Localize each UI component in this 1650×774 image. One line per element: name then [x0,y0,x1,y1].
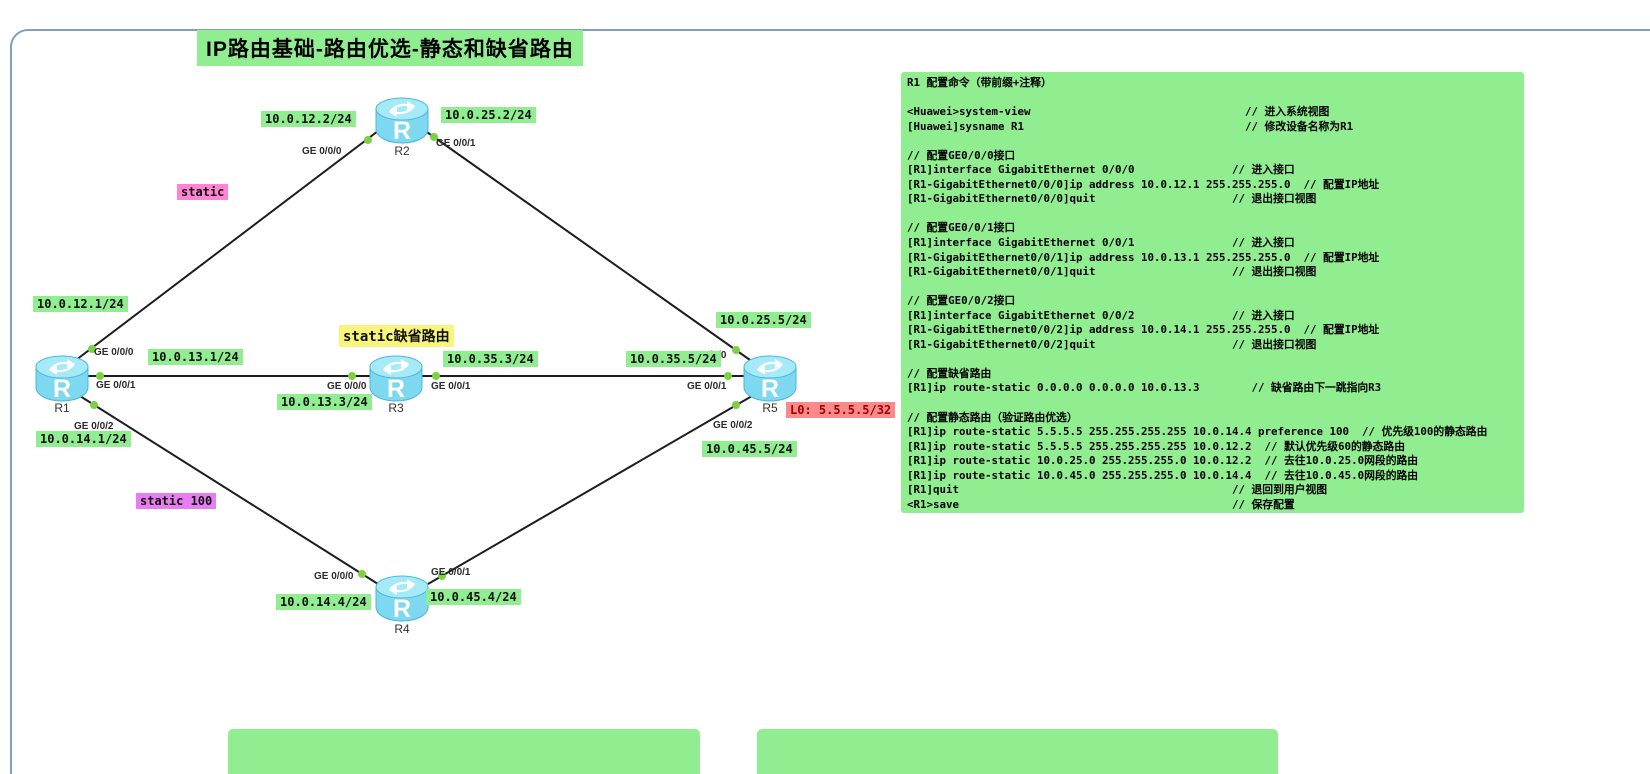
slide-border [10,29,1650,774]
annotation-static: static [177,184,229,200]
panel-top-bar-2 [757,729,1278,774]
port-label-r1-ge2: GE 0/0/2 [74,421,114,432]
config-panel: R1 配置命令（带前缀+注释） <Huawei>system-view // 进… [901,72,1524,513]
router-r4[interactable] [374,574,430,625]
port-label-r3-ge1: GE 0/0/1 [431,381,471,392]
ip-label-r3-ge0: 10.0.13.3/24 [277,394,372,410]
link-status-dot [364,136,372,144]
port-label-r1-ge0: GE 0/0/0 [94,347,134,358]
ip-label-r5-ge1: 10.0.35.5/24 [626,351,721,367]
link-status-dot [96,372,104,380]
link-status-dot [732,401,740,409]
router-label-r3: R3 [388,401,404,415]
ip-label-r5-ge2: 10.0.45.5/24 [702,441,797,457]
annotation-static-100: static 100 [136,493,217,509]
router-label-r2: R2 [394,144,410,158]
link-status-dot [90,401,98,409]
router-icon [374,96,430,147]
link-r4-r5 [427,395,753,585]
config-text: R1 配置命令（带前缀+注释） <Huawei>system-view // 进… [907,76,1488,511]
link-status-dot [438,572,446,580]
link-status-dot [430,133,438,141]
router-icon [374,574,430,625]
link-status-dot [88,345,96,353]
annotation-loopback: L0: 5.5.5.5/32 [786,402,896,418]
router-r5[interactable] [742,354,798,405]
router-label-r4: R4 [394,622,410,636]
ip-label-r1-ge1: 10.0.13.1/24 [148,349,243,365]
router-r1[interactable] [34,354,90,405]
router-r2[interactable] [374,96,430,147]
ip-label-r1-ge2: 10.0.14.1/24 [36,431,131,447]
port-label-r1-ge1: GE 0/0/1 [96,380,136,391]
page-title: IP路由基础-路由优选-静态和缺省路由 [197,30,583,66]
port-label-r2-ge0: GE 0/0/0 [302,146,342,157]
port-label-r5-ge1: GE 0/0/1 [687,381,727,392]
port-label-r4-ge1: GE 0/0/1 [431,567,471,578]
router-icon [34,354,90,405]
panel-top-bar-1 [228,729,700,774]
ip-label-r2-ge1: 10.0.25.2/24 [441,107,536,123]
link-status-dot [724,372,732,380]
link-r1-r4 [79,395,379,585]
ip-label-r2-ge0: 10.0.12.2/24 [261,111,356,127]
port-label-r4-ge0: GE 0/0/0 [314,571,354,582]
ip-label-r4-ge0: 10.0.14.4/24 [276,594,371,610]
link-r1-r2 [75,127,383,361]
annotation-default-route: static缺省路由 [339,325,454,347]
ip-label-r5-ge0: 10.0.25.5/24 [716,312,811,328]
ip-label-r4-ge1: 10.0.45.4/24 [426,589,521,605]
link-r2-r5 [423,129,751,361]
link-status-dot [432,372,440,380]
port-label-r2-ge1: GE 0/0/1 [436,138,476,149]
link-status-dot [348,372,356,380]
ip-label-r3-ge1: 10.0.35.3/24 [443,351,538,367]
link-status-dot [358,570,366,578]
router-icon [742,354,798,405]
router-label-r1: R1 [54,401,70,415]
link-status-dot [732,346,740,354]
ip-label-r1-ge0: 10.0.12.1/24 [33,296,128,312]
router-r3[interactable] [368,354,424,405]
router-label-r5: R5 [762,401,778,415]
router-icon [368,354,424,405]
port-label-r5-ge2: GE 0/0/2 [713,420,753,431]
port-label-r3-ge0: GE 0/0/0 [327,381,367,392]
